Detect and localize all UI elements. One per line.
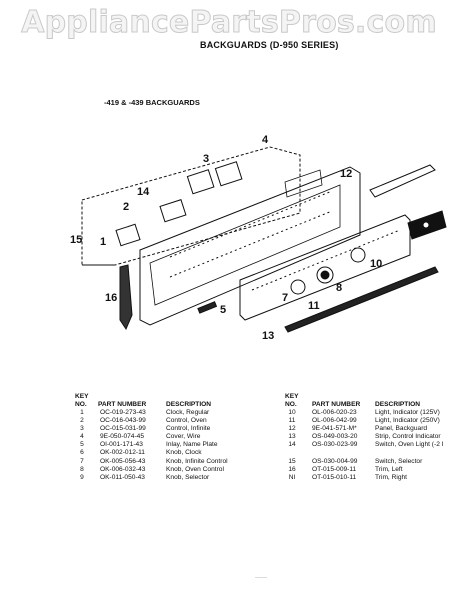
table-cell-key: 9	[80, 473, 84, 481]
table-cell-part: 9E-041-571-M*	[312, 425, 357, 433]
table-cell-key: 11	[288, 417, 296, 425]
callout-2: 2	[123, 201, 129, 213]
table-cell-part: OL-006-020-23	[312, 409, 357, 416]
table-cell-key: 2	[80, 417, 84, 425]
table-cell-part: 9E-050-074-45	[100, 433, 144, 441]
callout-10: 10	[370, 258, 382, 270]
table-cell-key: 1	[80, 409, 84, 416]
table-cell-key: 8	[80, 465, 84, 473]
table-cell-part: OT-015-009-11	[312, 465, 357, 473]
table-cell-key: 16	[288, 465, 296, 473]
footer-mark	[255, 577, 267, 582]
table-cell-desc: Knob, Clock	[166, 449, 202, 457]
table-cell-desc: Knob, Infinite Control	[166, 457, 228, 465]
knob-infinite	[350, 247, 366, 263]
table-cell-desc: Switch, Oven Light (-2 I	[375, 441, 444, 449]
callout-5: 5	[220, 304, 226, 316]
table-cell-key: 12	[288, 425, 296, 433]
table-cell-desc: Clock, Regular	[166, 409, 210, 416]
table-cell-desc: Switch, Selector	[375, 457, 423, 465]
infinite-control-part	[186, 169, 215, 195]
table-cell-desc: Panel, Backguard	[375, 425, 428, 433]
table-cell-part: OC-015-031-99	[100, 425, 146, 433]
table-cell-part: OC-016-043-99	[100, 417, 146, 425]
table-cell-desc: Trim, Left	[375, 465, 403, 473]
table-cell-key: 7	[80, 457, 84, 465]
table-cell-part: OL-006-042-99	[312, 417, 357, 425]
callout-13: 13	[262, 330, 274, 342]
table-cell-desc: Knob, Selector	[166, 473, 210, 481]
table-cell-desc: Cover, Wire	[166, 433, 201, 441]
table-cell-key: 15	[288, 457, 296, 465]
table-cell-key: 10	[288, 409, 296, 416]
clock-panel-part	[239, 214, 411, 321]
callout-7: 7	[282, 292, 288, 304]
table-cell-key: 4	[80, 433, 84, 441]
key-header: KEY	[75, 393, 89, 400]
table-cell-desc: Control, Oven	[166, 417, 207, 425]
table-cell-desc: Knob, Oven Control	[166, 465, 224, 473]
table-cell-desc: Control, Infinite	[166, 425, 211, 433]
callout-1: 1	[100, 236, 106, 248]
table-cell-key: NI	[288, 473, 296, 481]
callout-4: 4	[262, 134, 269, 146]
callout-16: 16	[105, 292, 117, 304]
part-number-header: PART NUMBER	[98, 401, 147, 408]
table-cell-part: OS-030-023-99	[312, 441, 358, 449]
watermark-logo: AppliancePartsPros.com	[21, 5, 437, 41]
table-cell-part: OK-011-050-43	[100, 473, 145, 481]
callout-15: 15	[70, 234, 82, 246]
table-cell-part: OT-015-010-11	[312, 473, 357, 481]
diagram-subtitle: -419 & -439 BACKGUARDS	[104, 98, 200, 107]
table-cell-key	[284, 449, 300, 457]
table-cell-key: 3	[80, 425, 84, 433]
table-cell-desc: Inlay, Name Plate	[166, 441, 218, 449]
oven-control-part	[159, 199, 187, 223]
indicator-strip-part	[284, 266, 439, 333]
callout-11: 11	[308, 300, 320, 312]
table-cell-desc	[375, 449, 444, 457]
table-cell-desc: Trim, Right	[375, 473, 407, 481]
exploded-parts-diagram: 4 3 14 2 12 15 1 10 8 11 7 16 5 13	[70, 134, 447, 342]
table-cell-key: 13	[288, 433, 296, 441]
light-lens-part	[369, 164, 436, 198]
left-trim-part	[119, 264, 133, 331]
page-title: BACKGUARDS (D-950 SERIES)	[200, 40, 339, 50]
table-cell-desc: Light, Indicator (125V)	[375, 409, 440, 416]
table-cell-part: OC-019-273-43	[100, 409, 146, 416]
callout-8: 8	[336, 282, 342, 294]
table-cell-key: 6	[80, 449, 84, 457]
table-cell-part: OS-030-004-99	[312, 457, 358, 465]
table-cell-part: OS-049-003-20	[312, 433, 358, 441]
table-cell-desc: Strip, Control Indicator	[375, 433, 441, 441]
knob-selector	[290, 279, 306, 295]
table-cell-part	[312, 449, 357, 457]
selector-switch-part	[115, 223, 141, 247]
table-cell-part: OI-001-171-43	[100, 441, 143, 449]
wire-cover-part	[81, 146, 301, 266]
callout-12: 12	[340, 168, 352, 180]
name-plate-part	[197, 301, 218, 314]
description-header: DESCRIPTION	[166, 401, 212, 408]
table-cell-desc: Light, Indicator (250V)	[375, 417, 440, 425]
table-cell-part: OK-002-012-11	[100, 449, 145, 457]
callout-3: 3	[203, 153, 209, 165]
table-cell-key: 14	[288, 441, 296, 449]
backguard-panel-part	[139, 166, 361, 326]
knob-oven	[316, 266, 334, 284]
table-cell-part: OK-006-032-43	[100, 465, 146, 473]
table-cell-part: OK-005-056-43	[100, 457, 146, 465]
callout-14: 14	[137, 186, 150, 198]
table-cell-key: 5	[80, 441, 84, 449]
